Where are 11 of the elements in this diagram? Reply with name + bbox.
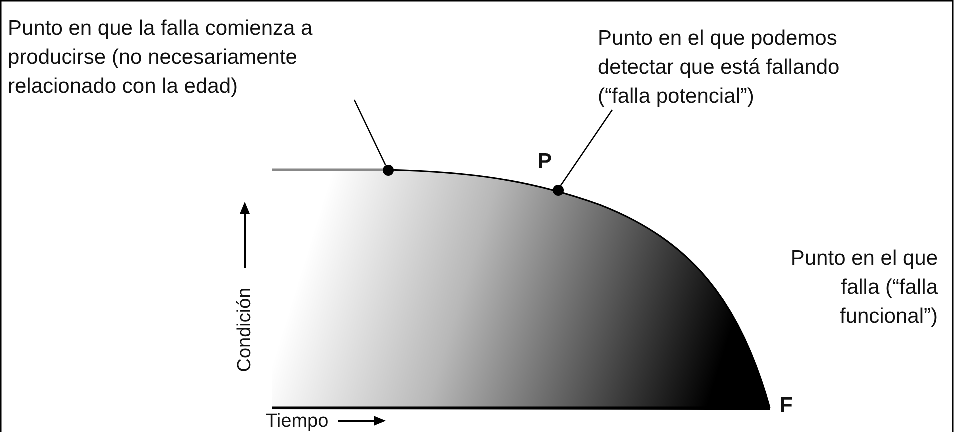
callout-text: Punto en el que falla (“falla funcional”)	[752, 244, 938, 331]
callout-text: Punto en que la falla comienza a producirse (no necesariamente relacionado con la edad)	[8, 14, 393, 101]
leader-line	[354, 100, 386, 166]
leader-line	[560, 110, 614, 186]
point-label: F	[780, 396, 793, 415]
point-marker	[552, 184, 564, 196]
axis-label: Tiempo	[266, 412, 329, 431]
point-marker	[382, 164, 394, 176]
point-label: P	[538, 152, 552, 171]
callout-text: Punto en el que podemos detectar que está fallando (“falla potencial”)	[598, 24, 888, 111]
axis-label: Condición	[236, 288, 254, 372]
